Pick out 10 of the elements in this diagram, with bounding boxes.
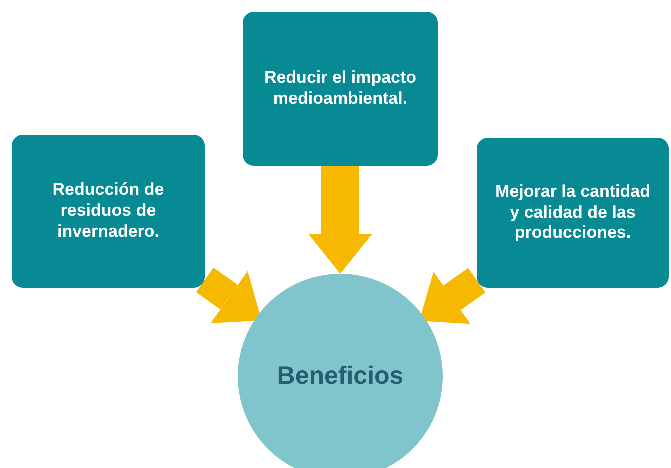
- node-text: Reducción de residuos de invernadero.: [52, 180, 166, 243]
- block-arrow: [420, 268, 486, 324]
- node-text: Mejorar la cantidad y calidad de las producciones.: [494, 182, 652, 244]
- process-box: [12, 135, 205, 288]
- process-box: [477, 138, 669, 288]
- process-box: [243, 12, 438, 166]
- node-text: Reducir el impacto medioambiental.: [263, 68, 418, 110]
- block-arrow: [196, 268, 262, 324]
- block-arrow: [308, 166, 372, 274]
- node-text: Beneficios: [277, 362, 404, 391]
